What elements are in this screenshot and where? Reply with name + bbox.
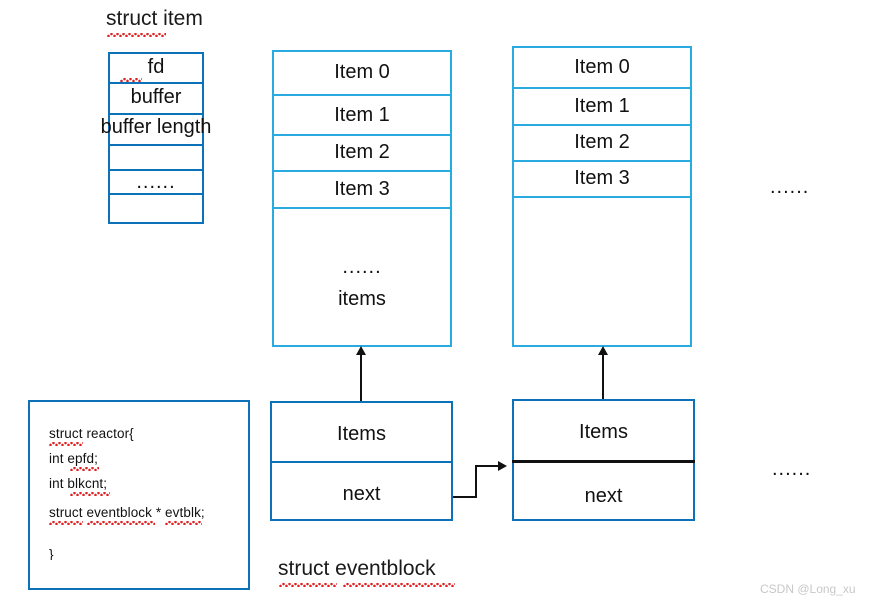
eventblock-2-items-label: Items <box>579 421 628 443</box>
spellcheck-underline-eventblock-2 <box>343 583 455 587</box>
struct-item-title: struct item <box>106 7 203 30</box>
items-array-1-cell-2: Item 2 <box>334 141 390 163</box>
eventblock-2-next-label: next <box>584 485 623 507</box>
items-array-1-row-1: Item 1 <box>274 96 450 136</box>
items-array-2-row-0: Item 0 <box>514 48 690 89</box>
code-line-0: struct reactor{ <box>49 426 134 441</box>
spellcheck-underline-code-0 <box>49 442 83 446</box>
arrowhead-right-eventblock2 <box>498 461 507 471</box>
struct-item-row-empty-2 <box>110 195 202 221</box>
ellipsis-top-right: ...... <box>770 176 810 198</box>
items-array-1-cell-1: Item 1 <box>334 104 390 126</box>
spellcheck-underline-code-3a <box>49 521 83 525</box>
struct-item-row-buffer: buffer <box>110 84 202 115</box>
code-line-4: } <box>49 547 54 560</box>
connector-next-segment-horizontal-2 <box>475 465 500 467</box>
items-array-1-row-3: Item 3 <box>274 172 450 209</box>
items-array-1-tail-label: items <box>338 288 386 310</box>
spellcheck-underline-eventblock-1 <box>279 583 337 587</box>
spellcheck-underline-code-3b <box>87 521 155 525</box>
struct-item-row-empty-1 <box>110 146 202 171</box>
struct-item-field-ellipsis: ...... <box>136 171 176 193</box>
struct-item-row-ellipsis: ...... <box>110 171 202 195</box>
ellipsis-bottom-right: ...... <box>772 458 812 480</box>
items-array-2-cell-2: Item 2 <box>574 131 630 153</box>
connector-next-segment-vertical <box>475 466 477 498</box>
arrowhead-up-array1 <box>356 346 366 355</box>
items-array-2-row-tail <box>514 198 690 344</box>
struct-item-row-buffer-length: buffer length <box>101 115 211 146</box>
connector-next-segment-horizontal-1 <box>453 496 477 498</box>
eventblock-2-row-items: Items <box>514 401 693 463</box>
spellcheck-underline-code-2 <box>70 492 110 496</box>
arrowhead-up-array2 <box>598 346 608 355</box>
struct-item-row-fd: fd <box>110 54 202 84</box>
items-array-2-cell-3: Item 3 <box>574 167 630 189</box>
eventblock-1-row-next: next <box>272 463 451 521</box>
connector-line-eventblock2-to-array2 <box>602 355 604 401</box>
struct-reactor-code-block: struct reactor{ int epfd; int blkcnt; st… <box>28 400 250 590</box>
code-line-1: int epfd; <box>49 451 98 466</box>
spellcheck-underline-struct-item <box>107 33 166 37</box>
items-array-1-row-2: Item 2 <box>274 136 450 172</box>
items-array-1: Item 0 Item 1 Item 2 Item 3 ...... items <box>272 50 452 347</box>
items-array-1-tail-dots: ...... <box>342 256 382 278</box>
csdn-watermark: CSDN @Long_xu <box>760 582 856 596</box>
struct-item-field-buffer-length: buffer length <box>100 116 212 138</box>
struct-item-field-fd: fd <box>147 56 165 78</box>
spellcheck-underline-fd <box>120 78 142 82</box>
items-array-2: Item 0 Item 1 Item 2 Item 3 <box>512 46 692 347</box>
connector-line-eventblock1-to-array1 <box>360 355 362 401</box>
items-array-2-row-3: Item 3 <box>514 162 690 198</box>
items-array-2-row-2: Item 2 <box>514 126 690 162</box>
struct-item-field-buffer: buffer <box>130 86 182 108</box>
items-array-1-row-tail: ...... items <box>274 209 450 344</box>
eventblock-2-divider-highlight <box>512 460 695 463</box>
items-array-2-cell-0: Item 0 <box>574 56 630 78</box>
struct-item-table: fd buffer buffer length ...... <box>101 52 211 224</box>
items-array-1-cell-0: Item 0 <box>334 61 390 83</box>
items-array-1-cell-3: Item 3 <box>334 178 390 200</box>
items-array-2-row-1: Item 1 <box>514 89 690 126</box>
eventblock-1: Items next <box>270 401 453 521</box>
eventblock-1-items-label: Items <box>337 423 386 445</box>
spellcheck-underline-code-1 <box>70 467 99 471</box>
struct-eventblock-title: struct eventblock <box>278 557 436 580</box>
code-line-3: struct eventblock * evtblk; <box>49 505 205 520</box>
items-array-2-cell-1: Item 1 <box>574 95 630 117</box>
items-array-1-row-0: Item 0 <box>274 52 450 96</box>
spellcheck-underline-code-3c <box>165 521 202 525</box>
eventblock-2-row-next: next <box>514 463 693 521</box>
eventblock-1-next-label: next <box>342 483 381 505</box>
eventblock-1-row-items: Items <box>272 403 451 463</box>
code-line-2: int blkcnt; <box>49 476 108 491</box>
